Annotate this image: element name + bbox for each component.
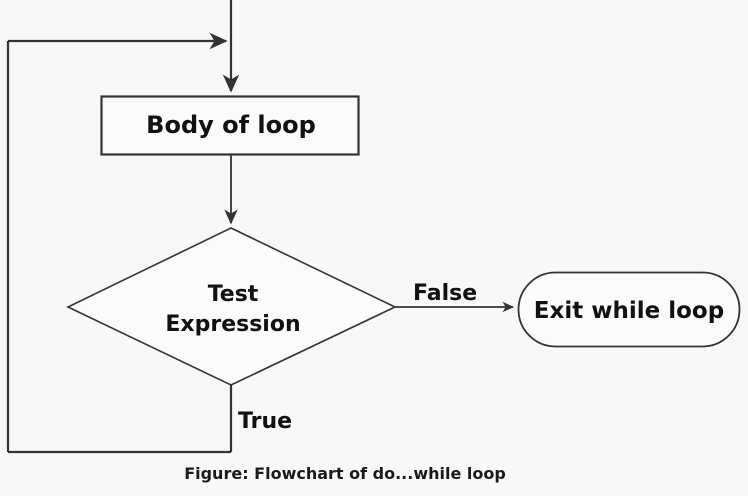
node-test-expression[interactable]: Test Expression xyxy=(66,227,397,386)
body-of-loop-rect[interactable] xyxy=(100,95,360,156)
false-branch-label: False xyxy=(413,281,477,306)
exit-while-loop-rect[interactable] xyxy=(517,271,741,348)
edge-loop-back xyxy=(6,32,231,454)
true-branch-label: True xyxy=(238,409,292,434)
edge-test-true: True xyxy=(229,385,292,452)
edge-test-false: False xyxy=(395,281,515,313)
body-of-loop-label: Body of loop xyxy=(146,111,316,139)
node-exit-while-loop[interactable]: Exit while loop xyxy=(517,271,741,348)
test-expression-label-line2: Expression xyxy=(165,312,300,337)
test-expression-label-line1: Test xyxy=(208,282,259,307)
figure-caption: Figure: Flowchart of do...while loop xyxy=(184,464,506,483)
exit-while-loop-label: Exit while loop xyxy=(534,298,724,324)
node-body-of-loop[interactable]: Body of loop xyxy=(100,95,360,156)
